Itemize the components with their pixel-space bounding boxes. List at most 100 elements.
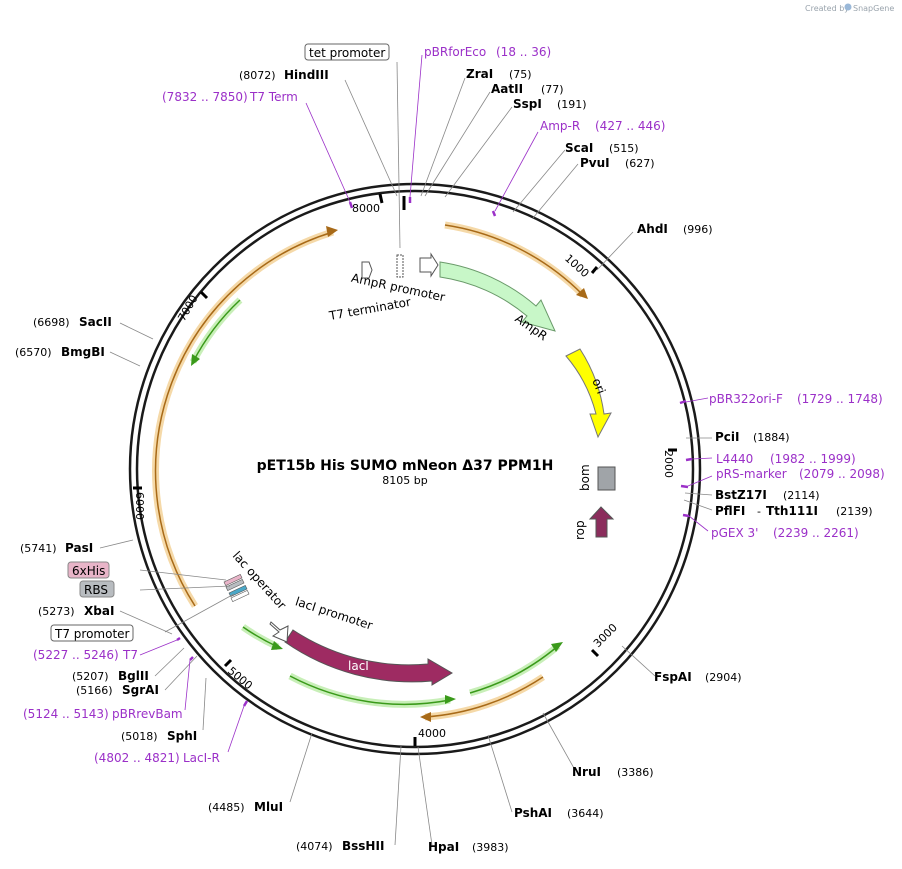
rbs-marker[interactable]: [225, 578, 245, 592]
leader-t7term: [305, 102, 351, 203]
snapgene-credit: Created by SnapGene: [805, 3, 894, 13]
pasi-pos: (5741): [20, 542, 57, 555]
hpai-name[interactable]: HpaI: [428, 840, 459, 854]
rbs-box[interactable]: [79, 580, 115, 598]
pshai-pos: (3644): [567, 807, 604, 820]
tick-label-8000: 8000: [352, 202, 380, 215]
pflfi-dash: -: [757, 505, 761, 518]
tick-mark-1000: [590, 266, 599, 274]
leader-scai: [512, 149, 566, 213]
rop-label: rop: [573, 520, 587, 540]
laci-arrow[interactable]: [284, 629, 453, 686]
sgrai-name[interactable]: SgrAI: [122, 683, 159, 697]
ampr-promoter-arrow[interactable]: [419, 252, 439, 278]
tick-label-4000: 4000: [418, 727, 446, 740]
pbr322ori-name[interactable]: pBR322ori-F: [709, 392, 783, 406]
tick-label-6000: 6000: [133, 492, 146, 520]
tth111i-name[interactable]: Tth111I: [766, 504, 818, 518]
mlui-name[interactable]: MluI: [254, 800, 283, 814]
bglii-name[interactable]: BglII: [118, 669, 149, 683]
bsshii-pos: (4074): [296, 840, 333, 853]
scai-name[interactable]: ScaI: [565, 141, 593, 155]
leader-sacii: [119, 322, 154, 340]
zrai-name[interactable]: ZraI: [466, 67, 493, 81]
lac-operator-marker[interactable]: [228, 584, 248, 598]
leader-tet-promoter: [396, 61, 401, 249]
pcii-name[interactable]: PciI: [715, 430, 740, 444]
bom-box[interactable]: [597, 466, 616, 491]
sphi-name[interactable]: SphI: [167, 729, 197, 743]
sspi-name[interactable]: SspI: [513, 97, 542, 111]
pgex3-name[interactable]: pGEX 3': [711, 526, 758, 540]
primer-mark-ampr: [491, 210, 497, 217]
lacir-name[interactable]: LacI-R: [183, 751, 220, 765]
ampr-arrow[interactable]: [439, 261, 556, 332]
leader-xbai: [119, 610, 173, 635]
scai-pos: (515): [609, 142, 639, 155]
orange-arc-left-glow: [152, 228, 335, 608]
backbone-inner-ring: [135, 189, 695, 749]
t7-primer-name[interactable]: T7: [122, 648, 138, 662]
ori-arrow[interactable]: [565, 348, 612, 439]
sacii-name[interactable]: SacII: [79, 315, 112, 329]
bsshii-name[interactable]: BssHII: [342, 839, 384, 853]
leader-pflfi: [683, 499, 713, 511]
xbai-name[interactable]: XbaI: [84, 604, 114, 618]
laci-promoter-arrow[interactable]: [269, 621, 289, 643]
leader-hpai: [417, 746, 433, 846]
sixhis-box[interactable]: [67, 561, 110, 579]
green-arc-bottom-head: [445, 695, 456, 704]
orange-feature-arcs: [152, 221, 588, 722]
pasi-name[interactable]: PasI: [65, 541, 93, 555]
tet-promoter-marker[interactable]: [396, 254, 404, 278]
pbr322ori-range: (1729 .. 1748): [797, 392, 883, 406]
leader-hindiii: [344, 79, 398, 197]
leader-aatii: [424, 91, 491, 197]
l4440-range: (1982 .. 1999): [770, 452, 856, 466]
sspi-pos: (191): [557, 98, 587, 111]
orange-arc-top-right-head: [576, 288, 588, 299]
pcii-pos: (1884): [753, 431, 790, 444]
bmgbi-name[interactable]: BmgBI: [61, 345, 105, 359]
aatii-name[interactable]: AatII: [491, 82, 523, 96]
orange-arc-bottom-glow: [424, 674, 545, 721]
t7-terminator-marker[interactable]: [361, 261, 373, 279]
pflfi-name[interactable]: PflFI: [715, 504, 745, 518]
pbrrevbam-name[interactable]: pBRrevBam: [112, 707, 183, 721]
fspai-name[interactable]: FspAI: [654, 670, 692, 684]
lac-operator-label: lac operator: [230, 549, 289, 612]
pbrforeco-name[interactable]: pBRforEco: [424, 45, 486, 59]
plasmid-name: pET15b His SUMO mNeon Δ37 PPM1H: [257, 458, 554, 474]
nrui-name[interactable]: NruI: [572, 765, 601, 779]
pshai-name[interactable]: PshAI: [514, 806, 552, 820]
leader-fspai: [621, 645, 656, 677]
t7-promoter-marker[interactable]: [230, 589, 250, 603]
ahdi-name[interactable]: AhdI: [637, 222, 668, 236]
tet-promoter-box[interactable]: [304, 43, 390, 61]
leader-lacir: [227, 705, 245, 753]
primer-mark-l4440: [685, 457, 693, 462]
t7-promoter-box[interactable]: [50, 624, 134, 642]
pvui-name[interactable]: PvuI: [580, 156, 610, 170]
t7term-name[interactable]: T7 Term: [249, 90, 298, 104]
leader-pvui: [532, 163, 579, 219]
sacii-pos: (6698): [33, 316, 70, 329]
bom-label: bom: [578, 464, 592, 491]
ampr-primer-name[interactable]: Amp-R: [540, 119, 580, 133]
bstz17i-name[interactable]: BstZ17I: [715, 488, 767, 502]
primer-mark-pbr322ori: [679, 399, 687, 405]
t7-promoter-label: T7 promoter: [54, 627, 130, 641]
green-arc-bottom-right-glow: [469, 643, 561, 697]
sgrai-pos: (5166): [76, 684, 113, 697]
rop-arrow[interactable]: [588, 506, 615, 538]
hindiii-name[interactable]: HindIII: [284, 68, 329, 82]
sixhis-marker[interactable]: [223, 573, 243, 587]
pflfi-pos: (2139): [836, 505, 873, 518]
prsmarker-name[interactable]: pRS-marker: [716, 467, 787, 481]
leader-l4440: [691, 457, 713, 460]
leader-sphi: [202, 677, 207, 731]
pbrforeco-range: (18 .. 36): [496, 45, 551, 59]
l4440-name[interactable]: L4440: [716, 452, 753, 466]
tet-promoter-label: tet promoter: [309, 46, 385, 60]
